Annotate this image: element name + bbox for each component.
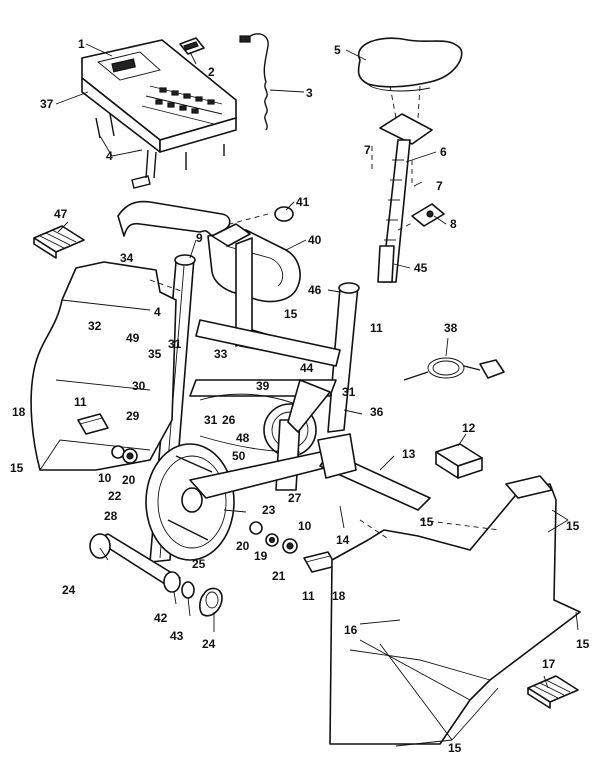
callout-22: 22 bbox=[108, 489, 122, 503]
callout-14: 14 bbox=[336, 533, 350, 547]
seat-post bbox=[371, 113, 433, 283]
callout-32: 32 bbox=[88, 319, 102, 333]
callout-36: 36 bbox=[370, 405, 384, 419]
callout-27: 27 bbox=[288, 491, 302, 505]
callout-6: 6 bbox=[440, 145, 447, 159]
callout-3: 3 bbox=[306, 86, 313, 100]
battery-pack bbox=[435, 443, 483, 479]
callout-31-right: 31 bbox=[342, 385, 356, 399]
callout-37: 37 bbox=[40, 97, 54, 111]
callout-25: 25 bbox=[192, 557, 206, 571]
callout-13: 13 bbox=[402, 447, 416, 461]
callout-12: 12 bbox=[462, 421, 476, 435]
callout-17: 17 bbox=[542, 657, 556, 671]
callout-38: 38 bbox=[444, 321, 458, 335]
callout-35: 35 bbox=[148, 347, 162, 361]
leader-lines bbox=[55, 43, 579, 747]
callout-19: 19 bbox=[254, 549, 268, 563]
front-stabilizer bbox=[89, 533, 223, 617]
callout-7-upper: 7 bbox=[364, 143, 371, 157]
left-pedal bbox=[33, 225, 85, 259]
pedal-straps bbox=[77, 413, 337, 573]
callout-9: 9 bbox=[196, 231, 203, 245]
callout-31-lower: 31 bbox=[204, 413, 218, 427]
callout-50: 50 bbox=[232, 449, 246, 463]
ear-sensor-cord bbox=[239, 33, 269, 131]
callout-7-lower: 7 bbox=[436, 179, 443, 193]
rear-frame bbox=[189, 433, 431, 511]
seat bbox=[357, 37, 463, 119]
callout-31-upper: 31 bbox=[168, 337, 182, 351]
callout-2: 2 bbox=[208, 65, 215, 79]
left-shroud bbox=[30, 261, 185, 471]
callout-24-left: 24 bbox=[62, 583, 76, 597]
callout-11-tube: 11 bbox=[370, 321, 383, 335]
callout-16: 16 bbox=[344, 623, 358, 637]
callout-8: 8 bbox=[450, 217, 457, 231]
callout-15-left: 15 bbox=[10, 461, 24, 475]
callout-4-console: 4 bbox=[106, 149, 113, 163]
callout-49: 49 bbox=[126, 331, 140, 345]
callout-34: 34 bbox=[120, 251, 134, 265]
callout-43: 43 bbox=[170, 629, 184, 643]
callout-15-frame: 15 bbox=[284, 307, 298, 321]
ac-adapter bbox=[403, 357, 505, 381]
callout-39: 39 bbox=[256, 379, 270, 393]
callout-15-side: 15 bbox=[576, 637, 590, 651]
callout-10-right: 10 bbox=[298, 519, 312, 533]
callout-23: 23 bbox=[262, 503, 276, 517]
seat-knob bbox=[397, 203, 445, 231]
callout-44: 44 bbox=[300, 361, 314, 375]
callout-40: 40 bbox=[308, 233, 322, 247]
callout-26: 26 bbox=[222, 413, 236, 427]
console-keypad bbox=[155, 87, 215, 114]
callout-29: 29 bbox=[126, 409, 140, 423]
callout-33: 33 bbox=[214, 347, 228, 361]
pulse-sensor-clip bbox=[179, 37, 205, 55]
callout-labels: 1 2 3 37 4 5 7 6 7 8 45 41 40 47 9 34 46… bbox=[10, 37, 590, 755]
callout-20-left: 20 bbox=[122, 473, 136, 487]
callout-42: 42 bbox=[154, 611, 168, 625]
flywheel bbox=[145, 443, 235, 561]
callout-28: 28 bbox=[104, 509, 118, 523]
callout-15-right: 15 bbox=[420, 515, 434, 529]
callout-5: 5 bbox=[334, 43, 341, 57]
right-pedal bbox=[527, 675, 579, 709]
callout-1: 1 bbox=[78, 37, 85, 51]
callout-41: 41 bbox=[296, 195, 310, 209]
callout-30: 30 bbox=[132, 379, 146, 393]
console bbox=[81, 39, 237, 189]
callout-47: 47 bbox=[54, 207, 68, 221]
callout-18-right: 18 bbox=[332, 589, 346, 603]
callout-15-rear: 15 bbox=[566, 519, 580, 533]
callout-21: 21 bbox=[272, 569, 286, 583]
callout-46: 46 bbox=[308, 283, 322, 297]
callout-48: 48 bbox=[236, 431, 250, 445]
callout-20-right: 20 bbox=[236, 539, 250, 553]
callout-45: 45 bbox=[414, 261, 428, 275]
hardware-washers bbox=[111, 445, 298, 554]
callout-11-right: 11 bbox=[302, 589, 315, 603]
callout-11-left: 11 bbox=[74, 395, 87, 409]
callout-4-frame: 4 bbox=[154, 305, 161, 319]
right-shroud bbox=[329, 475, 581, 745]
callout-10-left: 10 bbox=[98, 471, 112, 485]
callout-15-bottom: 15 bbox=[448, 741, 462, 755]
callout-18-left: 18 bbox=[12, 405, 26, 419]
end-cap bbox=[229, 206, 294, 225]
callout-24-right: 24 bbox=[202, 637, 216, 651]
